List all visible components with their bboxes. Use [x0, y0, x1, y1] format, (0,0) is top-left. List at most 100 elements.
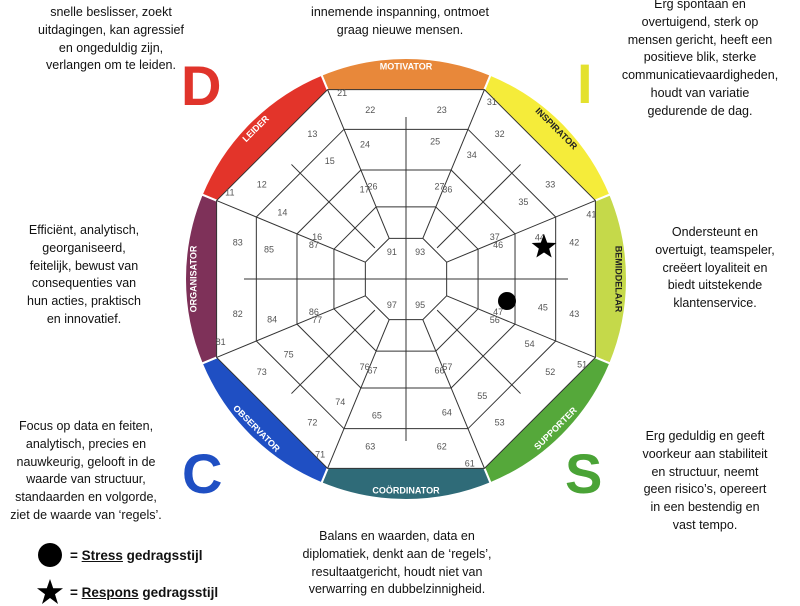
cell-number: 47 — [493, 307, 503, 317]
cell-number: 93 — [415, 247, 425, 257]
cell-number: 57 — [442, 362, 452, 372]
legend-respons: = Respons gedragsstijl — [36, 579, 219, 604]
description-line: voorkeur aan stabiliteit — [642, 446, 768, 461]
cell-number: 25 — [430, 136, 440, 146]
letter-d: D — [181, 54, 222, 117]
cell-number: 91 — [387, 247, 397, 257]
description-line: innemende inspanning, ontmoet — [311, 5, 489, 19]
description-line: en ongeduldig zijn, — [58, 40, 164, 55]
segment-label-organisator: ORGANISATOR — [188, 245, 198, 312]
cell-number: 13 — [307, 129, 317, 139]
cell-number: 62 — [437, 442, 447, 452]
letter-s: S — [565, 442, 603, 505]
description-inspirator: Erg spontaan en overtuigend, sterk op mens… — [605, 0, 795, 120]
respons-marker — [531, 234, 557, 258]
cell-number: 54 — [525, 339, 535, 349]
description-line: in een bestendig en — [650, 500, 760, 514]
cell-number: 14 — [277, 208, 287, 218]
description-line: mensen gericht, heeft een — [627, 32, 773, 47]
cell-number: 66 — [435, 365, 445, 375]
cell-number: 87 — [309, 240, 319, 250]
legend-stress-label: = Stress gedragsstijl — [70, 547, 203, 563]
letter-c: C — [182, 442, 223, 505]
cell-number: 53 — [495, 418, 505, 428]
cell-number: 46 — [493, 240, 503, 250]
cell-number: 77 — [312, 315, 322, 325]
cell-number: 17 — [360, 185, 370, 195]
cell-number: 27 — [435, 181, 445, 191]
cell-number: 82 — [233, 309, 243, 319]
description-line: verlangen om te leiden. — [46, 58, 176, 73]
description-line: creëert loyaliteit en — [662, 260, 768, 275]
cell-number: 76 — [360, 362, 370, 372]
description-bemiddelaar: Ondersteunt en overtuigt, teamspeler, creë… — [635, 224, 795, 313]
cell-number: 65 — [372, 410, 382, 420]
segment-label-motivator: MOTIVATOR — [380, 61, 433, 71]
cell-number: 11 — [225, 187, 234, 197]
description-line: Balans en waarden, data en — [319, 529, 475, 543]
description-line: diplomatiek, denkt aan de ‘regels’, — [302, 546, 492, 561]
description-line: consequenties van — [31, 276, 137, 291]
cell-number: 34 — [467, 150, 477, 160]
description-line: klantenservice. — [673, 296, 757, 310]
cell-number: 86 — [309, 307, 319, 317]
cell-number: 52 — [545, 367, 555, 377]
ring-segment-leider — [200, 73, 330, 203]
description-line: houdt van variatie — [650, 85, 750, 100]
description-motivator: innemende inspanning, ontmoet graag nieuw… — [290, 4, 510, 40]
cell-number: 85 — [264, 244, 274, 254]
description-line: Erg spontaan en — [654, 0, 746, 11]
description-line: resultaatgericht, houdt niet van — [311, 564, 483, 579]
cell-number: 41 — [586, 210, 596, 220]
cell-number: 74 — [335, 397, 345, 407]
description-line: en innovatief. — [46, 311, 122, 326]
description-line: uitdagingen, kan agressief — [38, 22, 184, 37]
cell-number: 61 — [465, 459, 475, 469]
description-line: feitelijk, bewust van — [29, 258, 139, 273]
cell-number: 45 — [538, 302, 548, 312]
inner-grid — [216, 89, 596, 469]
description-line: vast tempo. — [672, 517, 738, 532]
segment-label-bemiddelaar: BEMIDDELAAR — [614, 246, 624, 313]
description-line: Efficiënt, analytisch, — [28, 223, 140, 237]
legend-respons-label: = Respons gedragsstijl — [70, 584, 219, 600]
cell-number: 56 — [490, 315, 500, 325]
description-line: analytisch, precies en — [25, 436, 147, 451]
description-organisator: Efficiënt, analytisch,georganiseerd,feit… — [0, 222, 168, 329]
description-line: Ondersteunt en — [671, 225, 759, 239]
cell-number: 26 — [367, 181, 377, 191]
cell-number: 51 — [577, 359, 587, 369]
cell-number: 63 — [365, 442, 375, 452]
respons-star-icon — [37, 579, 63, 604]
description-line: nauwkeurig, gelooft in de — [16, 454, 156, 469]
description-line: hun acties, praktisch — [27, 294, 141, 308]
cell-number: 36 — [442, 185, 452, 195]
cell-number: 37 — [490, 232, 500, 242]
cell-number: 97 — [387, 300, 397, 310]
cell-number: 42 — [569, 238, 579, 248]
description-line: overtuigt, teamspeler, — [655, 242, 775, 257]
description-line: ziet de waarde van ‘regels’. — [10, 507, 162, 522]
description-line: communicatievaardigheden, — [621, 68, 779, 82]
description-line: waarde van structuur, — [26, 472, 146, 487]
cell-number: 75 — [284, 350, 294, 360]
segment-label-coordinator: COÖRDINATOR — [372, 485, 440, 495]
legend-stress: = Stress gedragsstijl — [36, 543, 202, 567]
cell-number: 44 — [535, 232, 545, 242]
cell-number: 83 — [233, 238, 243, 248]
cell-number: 73 — [257, 367, 267, 377]
cell-number: 95 — [415, 300, 425, 310]
cell-number: 84 — [267, 314, 277, 324]
description-line: overtuigend, sterk op — [641, 14, 759, 29]
description-line: Focus op data en feiten, — [18, 419, 154, 433]
description-line: graag nieuwe mensen. — [336, 22, 464, 37]
description-line: geen risico’s, opereert — [643, 482, 767, 497]
cell-number: 31 — [487, 97, 497, 107]
cell-number: 32 — [495, 129, 505, 139]
cell-number: 24 — [360, 139, 370, 149]
markers — [498, 234, 557, 310]
